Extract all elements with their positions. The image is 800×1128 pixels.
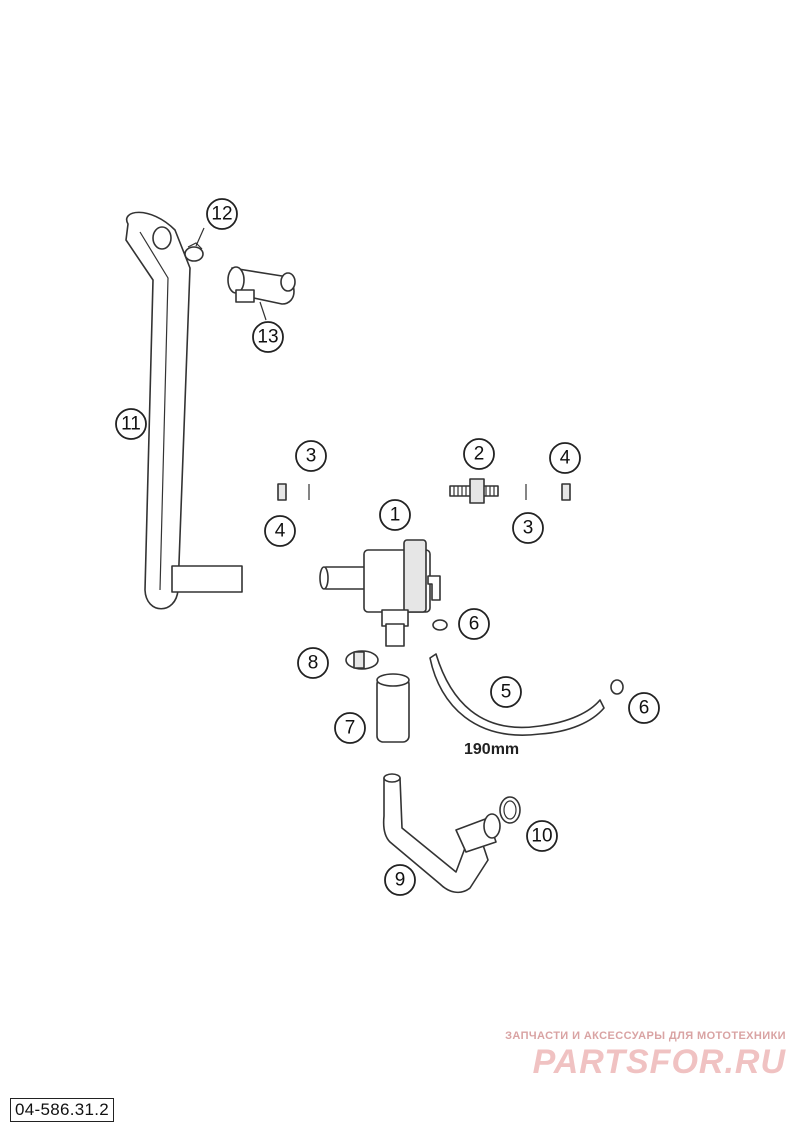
part-13-elbow-fitting [227,266,296,305]
part-2-threaded-stud [449,478,499,504]
watermark: ЗАПЧАСТИ И АКСЕССУАРЫ ДЛЯ МОТОТЕХНИКИ PA… [505,1030,786,1082]
callout-3-right: 3 [512,512,544,544]
callout-1: 1 [379,499,411,531]
part-5-hose [429,653,605,736]
callout-8: 8 [297,647,329,679]
callout-12: 12 [206,198,238,230]
callout-10: 10 [526,820,558,852]
part-6-clamp-b [610,679,624,695]
svg-text:9: 9 [395,870,406,891]
leader-lines [195,227,267,321]
callout-4-right: 4 [549,442,581,474]
svg-text:12: 12 [211,204,232,225]
callout-5: 5 [490,676,522,708]
hose-length-label: 190mm [464,741,519,758]
callout-11: 11 [115,408,147,440]
part-9-bent-pipe [382,773,501,894]
svg-text:4: 4 [275,521,286,542]
part-8-clamp [345,650,379,670]
svg-text:13: 13 [257,327,278,348]
callout-2: 2 [463,438,495,470]
part-11-long-hose [125,211,243,610]
svg-text:1: 1 [390,505,401,526]
svg-text:8: 8 [308,653,319,674]
callout-3-left: 3 [295,440,327,472]
svg-text:4: 4 [560,448,571,469]
callout-6-upper: 6 [458,608,490,640]
svg-text:10: 10 [531,826,552,847]
part-4-spacer-left [277,483,287,501]
part-12-clamp [184,242,204,262]
part-1-valve [319,539,441,647]
part-7-hose-sleeve [376,673,410,743]
svg-text:6: 6 [469,614,480,635]
callout-6-right: 6 [628,692,660,724]
callout-7: 7 [334,712,366,744]
svg-text:5: 5 [501,682,512,703]
watermark-tagline: ЗАПЧАСТИ И АКСЕССУАРЫ ДЛЯ МОТОТЕХНИКИ [505,1030,786,1042]
callout-9: 9 [384,864,416,896]
svg-text:11: 11 [121,414,141,435]
drawing-number: 04-586.31.2 [10,1098,115,1122]
svg-text:2: 2 [474,444,485,465]
part-4-spacer-right [561,483,571,501]
watermark-logo: PARTSFOR.RU [532,1043,786,1081]
svg-text:3: 3 [306,446,317,467]
svg-text:7: 7 [345,718,356,739]
part-6-clamp-a [432,619,448,631]
svg-text:6: 6 [639,698,650,719]
callout-13: 13 [252,321,284,353]
svg-text:3: 3 [523,518,534,539]
callout-4-left: 4 [264,515,296,547]
part-10-o-ring [499,796,521,824]
